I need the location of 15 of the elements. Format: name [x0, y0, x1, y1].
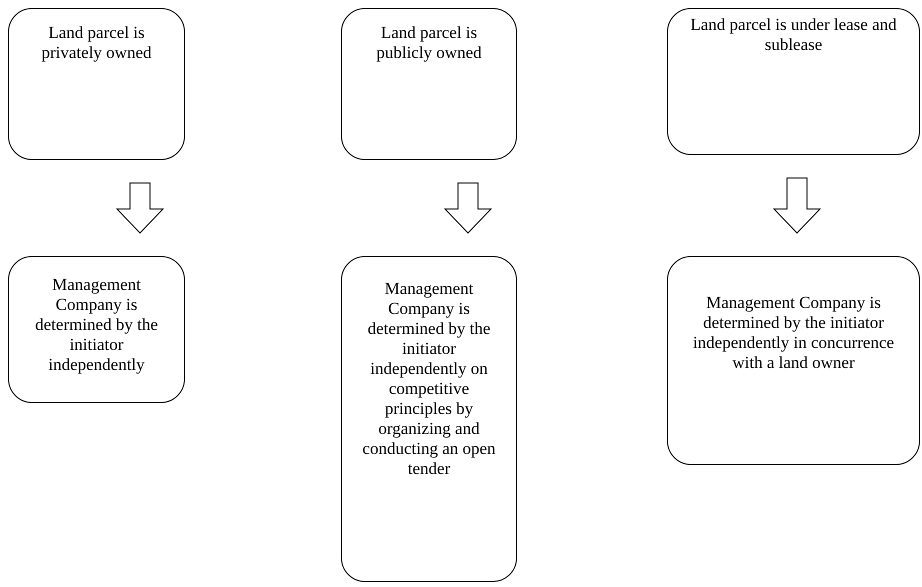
hollow-arrow: [116, 182, 164, 234]
rounded-box: [8, 8, 185, 160]
rounded-box: [341, 256, 517, 582]
box-text: Management Company is determined by the initiator independently: [34, 275, 159, 375]
rounded-box: [667, 256, 920, 465]
box-text: Land parcel is publicly owned: [375, 23, 483, 63]
rounded-box: [667, 8, 920, 155]
box-text: Land parcel is under lease and sublease: [689, 15, 898, 55]
rounded-box: [341, 8, 517, 160]
rounded-box: [8, 256, 185, 403]
hollow-arrow: [772, 178, 822, 234]
box-text: Management Company is determined by the initiator independently on competitive principles by organizing and conducting an open tender: [361, 279, 497, 479]
box-text: Management Company is determined by the initiator independently in concurrence with a land owner: [692, 293, 896, 373]
hollow-arrow: [444, 182, 492, 234]
box-text: Land parcel is privately owned: [40, 23, 152, 63]
